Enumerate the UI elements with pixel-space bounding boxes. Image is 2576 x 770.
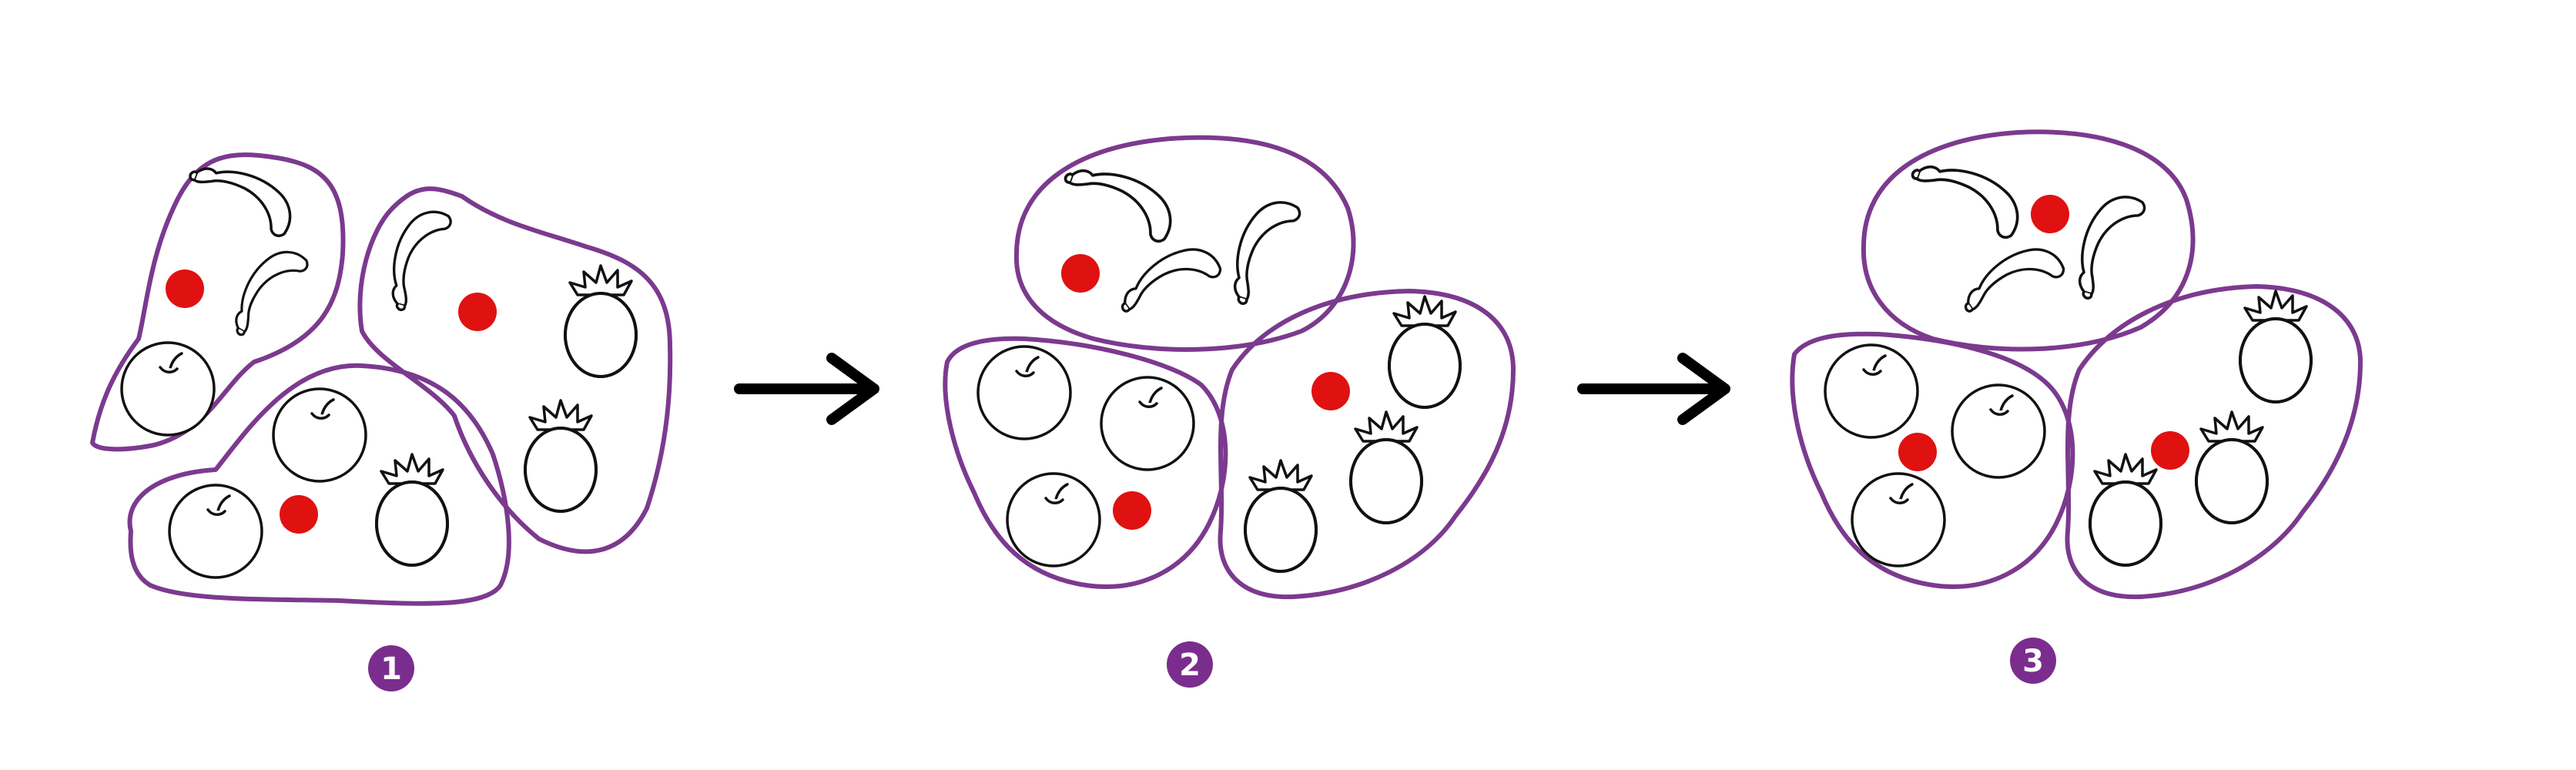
cluster-outline bbox=[1861, 129, 2196, 352]
cluster-outline bbox=[943, 336, 1228, 589]
cluster-outline bbox=[1218, 289, 1516, 600]
cluster-outline bbox=[1013, 135, 1356, 352]
step-badge: 1 bbox=[368, 645, 414, 691]
banana-icon bbox=[1054, 156, 1183, 246]
step-badge-number: 2 bbox=[1179, 648, 1201, 683]
centroid-dot bbox=[1311, 372, 1350, 410]
banana-icon bbox=[2066, 186, 2149, 308]
apple-icon bbox=[120, 341, 216, 437]
panel-step-2: 2 bbox=[943, 135, 1516, 688]
banana-icon bbox=[1221, 192, 1304, 313]
pineapple-icon bbox=[539, 266, 662, 397]
apple-icon bbox=[1006, 472, 1101, 567]
pineapple-icon bbox=[2170, 412, 2293, 543]
apple-icon bbox=[168, 484, 263, 579]
centroid-dot bbox=[458, 293, 497, 331]
banana-icon bbox=[1955, 233, 2069, 333]
centroid-dot bbox=[2151, 431, 2189, 470]
centroid-dot bbox=[166, 270, 204, 308]
arrow-right-icon bbox=[734, 353, 879, 425]
cluster-outline bbox=[357, 186, 673, 554]
centroid-dot bbox=[1898, 433, 1937, 471]
banana-icon bbox=[1901, 152, 2030, 242]
pineapple-icon bbox=[2214, 291, 2337, 422]
centroid-dot bbox=[1061, 254, 1100, 293]
pineapple-icon bbox=[499, 400, 622, 531]
step-badge-number: 1 bbox=[380, 651, 402, 687]
pineapple-icon bbox=[350, 454, 474, 585]
cluster-outline bbox=[1790, 331, 2075, 589]
step-badge-number: 3 bbox=[2022, 644, 2044, 679]
banana-icon bbox=[1111, 233, 1225, 333]
cluster-outline bbox=[2065, 284, 2363, 600]
panel-step-3: 3 bbox=[1790, 129, 2363, 684]
banana-icon bbox=[380, 203, 454, 318]
apple-icon bbox=[1851, 472, 1946, 567]
pineapple-icon bbox=[1325, 412, 1448, 543]
apple-icon bbox=[1824, 343, 1919, 439]
panel-step-1: 1 bbox=[90, 152, 673, 691]
cluster-outline bbox=[127, 363, 511, 606]
banana-icon bbox=[223, 239, 312, 348]
arrow-right-icon bbox=[1577, 353, 1730, 425]
pineapple-icon bbox=[1219, 460, 1342, 591]
pineapple-icon bbox=[2064, 454, 2187, 585]
apple-icon bbox=[1951, 383, 2046, 479]
pineapple-icon bbox=[1363, 296, 1486, 427]
step-badge: 3 bbox=[2010, 638, 2056, 684]
apple-icon bbox=[272, 387, 367, 483]
centroid-dot bbox=[2031, 195, 2069, 233]
centroid-dot bbox=[1113, 491, 1151, 530]
apple-icon bbox=[1100, 376, 1195, 471]
step-badge: 2 bbox=[1167, 641, 1213, 688]
centroid-dot bbox=[280, 495, 318, 534]
apple-icon bbox=[976, 345, 1072, 440]
